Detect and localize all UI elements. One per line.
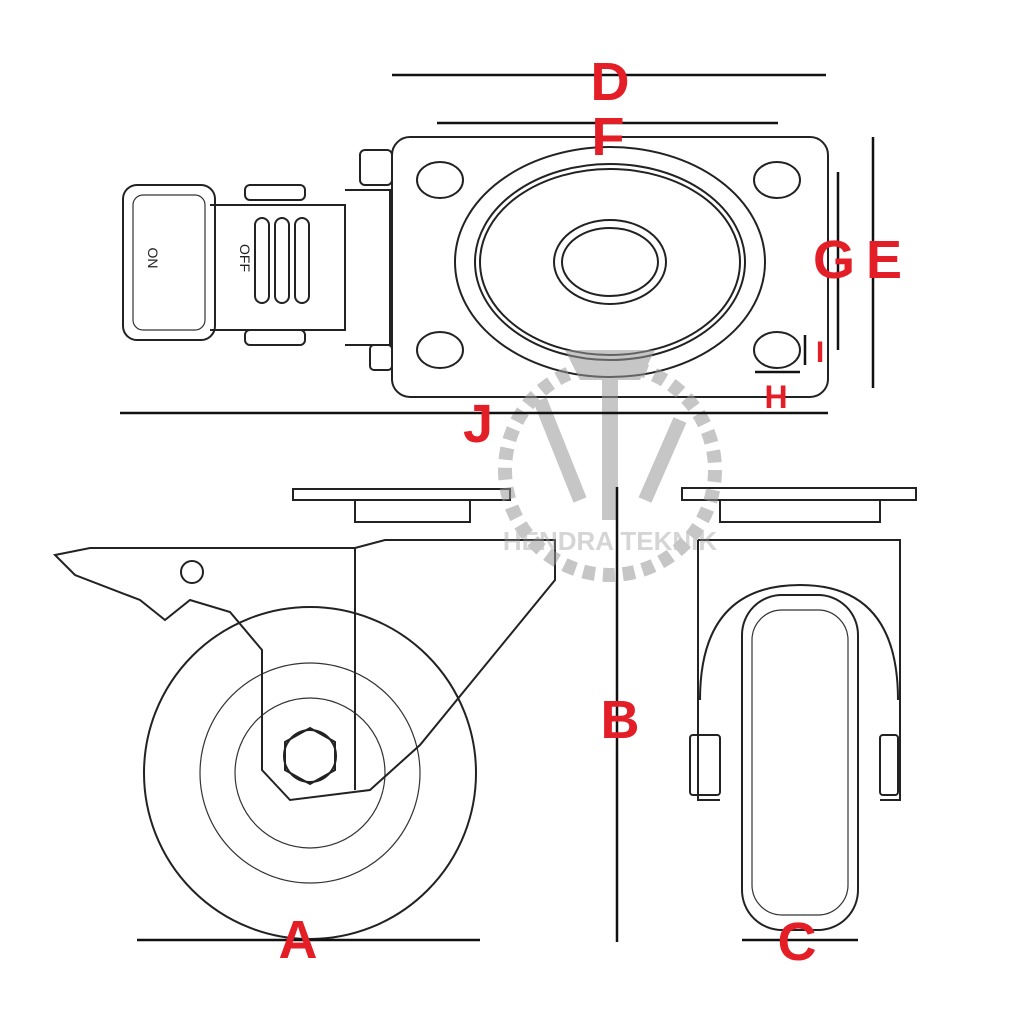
label-i: I <box>816 336 824 369</box>
label-b: B <box>601 690 640 750</box>
dimension-labels: D F G E I H J A B C <box>279 52 903 972</box>
dimension-lines <box>120 73 875 942</box>
bolt-hole <box>753 161 801 199</box>
brake-off-label: OFF <box>237 244 253 272</box>
axle-nut-left <box>689 734 721 796</box>
bolt-hole <box>753 331 801 369</box>
front-wheel <box>741 594 859 931</box>
side-plate <box>292 488 511 501</box>
bolt-hole <box>416 161 464 199</box>
label-f: F <box>592 107 625 167</box>
label-d: D <box>591 52 630 112</box>
label-g: G <box>813 230 855 290</box>
side-wheel <box>143 606 477 940</box>
label-c: C <box>778 912 817 972</box>
axle-nut <box>284 726 336 786</box>
side-view <box>52 488 556 940</box>
top-view: ON OFF <box>122 136 829 398</box>
watermark-text: HENDRA TEKNIK <box>503 526 717 556</box>
bolt-hole <box>416 331 464 369</box>
brake-on-label: ON <box>145 248 161 269</box>
label-a: A <box>279 910 318 970</box>
brake-lever: ON OFF <box>122 149 393 371</box>
watermark-logo: HENDRA TEKNIK <box>498 350 722 582</box>
brake-pivot <box>180 560 204 584</box>
label-j: J <box>463 394 493 454</box>
label-h: H <box>764 379 787 415</box>
front-view <box>681 487 917 931</box>
plate-outer-ring <box>454 146 766 378</box>
label-e: E <box>866 230 902 290</box>
kingpin-hub <box>553 219 667 305</box>
side-fork <box>52 539 556 802</box>
